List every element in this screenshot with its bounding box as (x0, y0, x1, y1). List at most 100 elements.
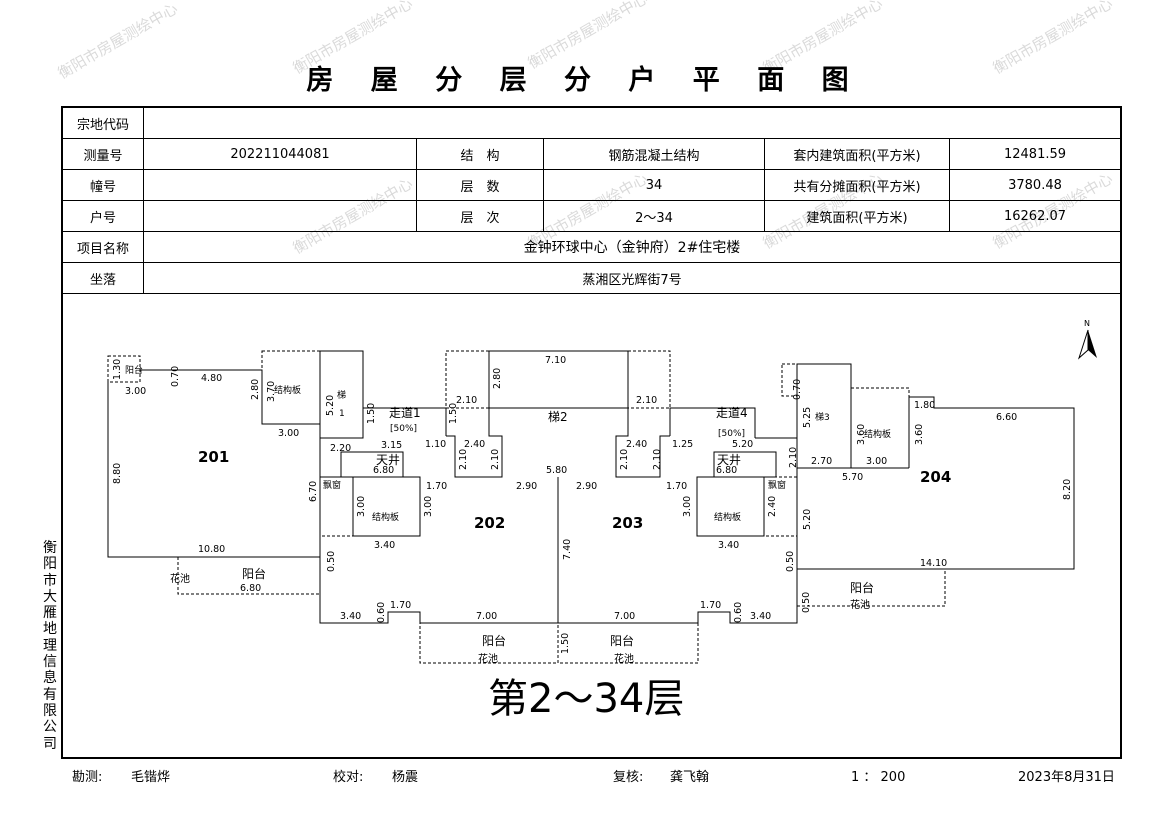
dim: 0.70 (170, 366, 181, 387)
unit-203: 203 (612, 514, 643, 532)
dim: 7.00 (476, 611, 497, 622)
company-vertical-label: 衡阳市大雁地理信息有限公司 (43, 540, 57, 752)
dim: 8.80 (112, 463, 123, 484)
dim: 6.80 (373, 465, 394, 476)
slab-label: 结构板 (714, 511, 741, 523)
dim: 3.40 (718, 540, 739, 551)
dim: 1.70 (390, 600, 411, 611)
dim: 2.90 (516, 481, 537, 492)
dim: 0.50 (801, 592, 812, 613)
checker-label: 校对: (333, 770, 364, 785)
floor-caption: 第2～34层 (488, 676, 684, 722)
location-value: 蒸湘区光辉街7号 (143, 262, 1121, 294)
dim: 1.50 (560, 633, 571, 654)
dim: 10.80 (198, 544, 225, 555)
dim: 1.50 (366, 403, 377, 424)
checker-name: 杨震 (392, 770, 419, 785)
flower-pool-label: 花池 (170, 572, 190, 585)
dim: 2.70 (811, 456, 832, 467)
reviewer-name: 龚飞翰 (670, 770, 710, 785)
dim: 2.10 (458, 449, 469, 470)
dim: 2.10 (490, 449, 501, 470)
north-arrow: N (1077, 319, 1097, 360)
wall-201 (107, 382, 321, 558)
corridor4 (669, 407, 756, 438)
surveyor-name: 毛锴烨 (131, 770, 171, 785)
unit-202: 202 (474, 514, 505, 532)
dim: 5.20 (732, 439, 753, 450)
pct-label: [50%] (390, 424, 417, 434)
dim: 6.60 (996, 412, 1017, 423)
dim: 3.00 (125, 386, 146, 397)
dim: 2.10 (456, 395, 477, 406)
wall-204 (797, 396, 1075, 570)
dim: 2.10 (788, 447, 799, 468)
balcony-label: 阳台 (610, 633, 634, 648)
dim: 2.10 (619, 449, 630, 470)
wall-201-top (140, 369, 320, 425)
total-area-value: 16262.07 (949, 200, 1121, 232)
inner-area-label: 套内建筑面积(平方米) (764, 138, 950, 170)
bay-label: 飘窗 (323, 479, 341, 491)
dim: 2.10 (636, 395, 657, 406)
date: 2023年8月31日 (1018, 770, 1115, 785)
pct-label: [50%] (718, 429, 745, 439)
dim: 3.60 (914, 424, 925, 445)
dim: 14.10 (920, 558, 947, 569)
dim: 8.20 (1062, 479, 1073, 500)
dim: 2.10 (652, 449, 663, 470)
dim: 2.40 (626, 439, 647, 450)
dim: 6.80 (240, 583, 261, 594)
dim: 2.90 (576, 481, 597, 492)
dim: 0.50 (326, 551, 337, 572)
slab-201 (261, 350, 321, 425)
balcony-label: 阳台 (242, 566, 266, 581)
reviewer-label: 复核: (613, 770, 644, 785)
dim: 7.10 (545, 355, 566, 366)
dim: 5.20 (325, 395, 336, 416)
balcony-204 (796, 568, 946, 607)
flower-pool-label: 花池 (850, 598, 870, 611)
dim: 5.25 (802, 407, 813, 428)
dim: 3.40 (340, 611, 361, 622)
slab-label: 结构板 (274, 384, 301, 396)
balcony-label: 阳台 (482, 633, 506, 648)
dim: 2.20 (330, 443, 351, 454)
balcony-label: 阳台 (125, 364, 143, 376)
dim: 0.70 (792, 379, 803, 400)
dim: 3.60 (856, 424, 867, 445)
unit-label: 户号 (62, 200, 144, 232)
shared-area-label: 共有分摊面积(平方米) (764, 169, 950, 201)
flower-pool-label: 花池 (478, 652, 498, 665)
dim: 2.80 (492, 368, 503, 389)
page-title: 房 屋 分 层 分 户 平 面 图 (306, 65, 863, 96)
dim: 1.50 (448, 403, 459, 424)
slab-label: 结构板 (864, 428, 891, 440)
dim: 6.70 (308, 481, 319, 502)
dim: 0.60 (376, 602, 387, 623)
unit-201: 201 (198, 448, 229, 466)
dim: 4.80 (201, 373, 222, 384)
info-table: 宗地代码 测量号 202211044081 结 构 钢筋混凝土结构 套内建筑面积… (62, 107, 1121, 294)
bay-202 (319, 476, 354, 537)
building-label: 幢号 (62, 169, 144, 201)
dim: 1.80 (914, 400, 935, 411)
north-label: N (1084, 319, 1090, 328)
core-mid (446, 350, 670, 478)
balcony-203 (557, 622, 699, 664)
dim: 3.00 (356, 496, 367, 517)
corridor4-label: 走道4 (716, 406, 748, 420)
dim: 2.40 (767, 496, 778, 517)
dim: 3.00 (682, 496, 693, 517)
shaft-left (445, 350, 490, 409)
dim: 0.50 (785, 551, 796, 572)
balcony-201-top (107, 355, 141, 383)
dim: 1.30 (112, 359, 123, 380)
dim: 7.40 (562, 539, 573, 560)
wall-202 (319, 536, 558, 624)
project-label: 项目名称 (62, 231, 144, 263)
dim: 1.70 (666, 481, 687, 492)
slab-label: 结构板 (372, 511, 399, 523)
patio-label: 天井 (376, 453, 400, 467)
